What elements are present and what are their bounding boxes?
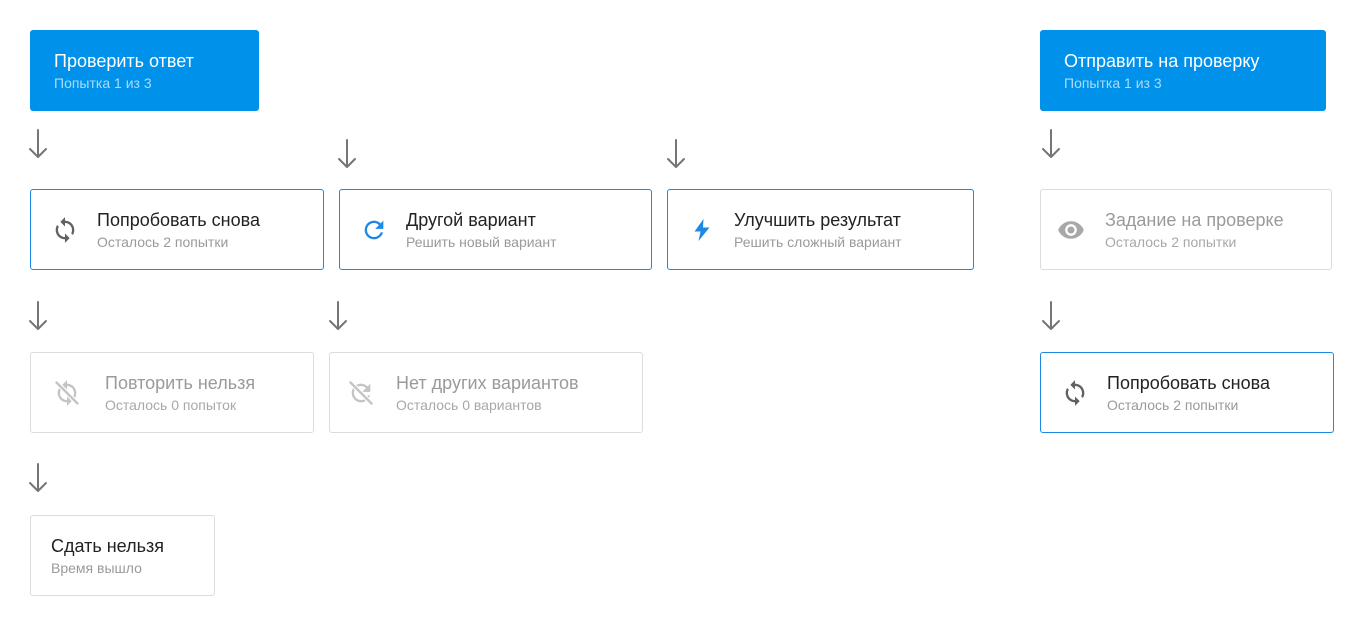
sync-icon xyxy=(1061,379,1089,407)
other-variant-button[interactable]: Другой вариант Решить новый вариант xyxy=(339,189,652,270)
send-for-review-title: Отправить на проверку xyxy=(1064,50,1260,71)
sync-icon xyxy=(51,216,79,244)
send-for-review-attempts: Попытка 1 из 3 xyxy=(1064,74,1162,91)
improve-result-title: Улучшить результат xyxy=(734,209,901,230)
retry-button[interactable]: Попробовать снова Осталось 2 попытки xyxy=(30,189,324,270)
check-answer-title: Проверить ответ xyxy=(54,50,194,71)
arrow-down-icon xyxy=(28,300,48,332)
no-variants-card: Нет других вариантов Осталось 0 варианто… xyxy=(329,352,643,433)
check-answer-attempts: Попытка 1 из 3 xyxy=(54,74,152,91)
under-review-card: Задание на проверке Осталось 2 попытки xyxy=(1040,189,1332,270)
arrow-down-icon xyxy=(1041,128,1061,160)
cannot-submit-subtitle: Время вышло xyxy=(51,559,142,576)
retry-review-button[interactable]: Попробовать снова Осталось 2 попытки xyxy=(1040,352,1334,433)
no-variants-subtitle: Осталось 0 вариантов xyxy=(396,396,542,413)
improve-result-button[interactable]: Улучшить результат Решить сложный вариан… xyxy=(667,189,974,270)
arrow-down-icon xyxy=(1041,300,1061,332)
arrow-down-icon xyxy=(337,138,357,170)
arrow-down-icon xyxy=(328,300,348,332)
no-repeat-subtitle: Осталось 0 попыток xyxy=(105,396,237,413)
sync-disabled-icon xyxy=(53,379,81,407)
no-repeat-card: Повторить нельзя Осталось 0 попыток xyxy=(30,352,314,433)
check-answer-button[interactable]: Проверить ответ Попытка 1 из 3 xyxy=(30,30,259,111)
cannot-submit-title: Сдать нельзя xyxy=(51,535,164,556)
cannot-submit-card: Сдать нельзя Время вышло xyxy=(30,515,215,596)
lightning-icon xyxy=(688,216,716,244)
under-review-subtitle: Осталось 2 попытки xyxy=(1105,233,1237,250)
no-variants-title: Нет других вариантов xyxy=(396,372,579,393)
retry-title: Попробовать снова xyxy=(97,209,260,230)
arrow-down-icon xyxy=(666,138,686,170)
other-variant-title: Другой вариант xyxy=(406,209,536,230)
retry-review-title: Попробовать снова xyxy=(1107,372,1270,393)
refresh-disabled-icon xyxy=(347,379,375,407)
under-review-title: Задание на проверке xyxy=(1105,209,1284,230)
retry-subtitle: Осталось 2 попытки xyxy=(97,233,229,250)
send-for-review-button[interactable]: Отправить на проверку Попытка 1 из 3 xyxy=(1040,30,1326,111)
eye-icon xyxy=(1057,216,1085,244)
no-repeat-title: Повторить нельзя xyxy=(105,372,256,393)
arrow-down-icon xyxy=(28,128,48,160)
other-variant-subtitle: Решить новый вариант xyxy=(406,233,557,250)
refresh-icon xyxy=(360,216,388,244)
retry-review-subtitle: Осталось 2 попытки xyxy=(1107,396,1239,413)
arrow-down-icon xyxy=(28,462,48,494)
improve-result-subtitle: Решить сложный вариант xyxy=(734,233,902,250)
